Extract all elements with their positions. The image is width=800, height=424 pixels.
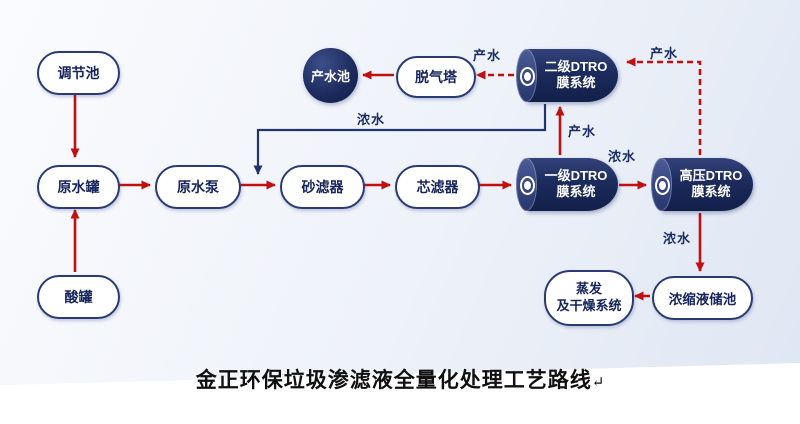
node-regulating-tank: 调节池 <box>37 51 120 95</box>
flow-label-concentrate: 浓水 <box>357 112 386 127</box>
node-evaporation-drying-system: 蒸发 及干燥系统 <box>544 270 634 326</box>
line-stage2-concentrate-return <box>253 104 547 175</box>
node-label: 一级DTRO <box>544 167 608 183</box>
flow-label-product-water: 产水 <box>650 46 679 61</box>
node-label: 酸罐 <box>64 289 93 305</box>
node-cartridge-filter: 芯滤器 <box>395 165 480 209</box>
node-label: 高压DTRO <box>679 167 743 183</box>
node-stage2-dtro-membrane-system: 二级DTRO 膜系统 <box>516 49 618 102</box>
node-label: 脱气塔 <box>415 69 457 85</box>
node-label: 芯滤器 <box>416 179 459 195</box>
node-raw-water-pump: 原水泵 <box>155 165 241 209</box>
node-label: 膜系统 <box>556 184 596 200</box>
membrane-bullseye-icon <box>655 175 670 195</box>
node-product-water-pool: 产水池 <box>303 48 358 103</box>
node-raw-water-tank: 原水罐 <box>37 165 120 209</box>
node-concentrate-storage-pool: 浓缩液储池 <box>652 276 753 320</box>
diagram-title-text: 金正环保垃圾渗滤液全量化处理工艺路线 <box>195 368 592 392</box>
node-label: 二级DTRO <box>544 58 608 74</box>
node-label: 原水罐 <box>57 179 100 195</box>
node-label: 浓缩液储池 <box>668 292 737 307</box>
node-acid-tank: 酸罐 <box>37 275 120 319</box>
arrow-hp-dtro-product-to-stage2-dtro <box>626 57 702 155</box>
node-label: 产水池 <box>310 69 350 84</box>
node-high-pressure-dtro-membrane-system: 高压DTRO 膜系统 <box>651 158 753 211</box>
node-label: 膜系统 <box>691 184 731 200</box>
flow-label-concentrate: 浓水 <box>608 149 637 164</box>
flow-label-product-water: 产水 <box>473 48 502 63</box>
node-stage1-dtro-membrane-system: 一级DTRO 膜系统 <box>516 158 618 211</box>
diagram-title: 金正环保垃圾渗滤液全量化处理工艺路线↵ <box>0 364 800 394</box>
cylinder-body <box>661 158 753 211</box>
node-label: 原水泵 <box>177 179 219 195</box>
node-label: 蒸发 <box>575 281 602 297</box>
node-degassing-tower: 脱气塔 <box>396 56 476 98</box>
node-label: 砂滤器 <box>301 179 344 195</box>
membrane-bullseye-icon <box>520 66 535 86</box>
line-break-mark: ↵ <box>591 375 605 391</box>
flow-label-concentrate: 浓水 <box>663 231 692 246</box>
membrane-bullseye-icon <box>520 175 535 195</box>
node-label: 膜系统 <box>556 75 596 91</box>
node-sand-filter: 砂滤器 <box>280 165 365 209</box>
cylinder-body <box>526 49 618 102</box>
node-label: 及干燥系统 <box>556 298 622 313</box>
flow-label-product-water: 产水 <box>568 124 597 139</box>
node-label: 调节池 <box>57 65 100 81</box>
cylinder-body <box>526 158 618 211</box>
